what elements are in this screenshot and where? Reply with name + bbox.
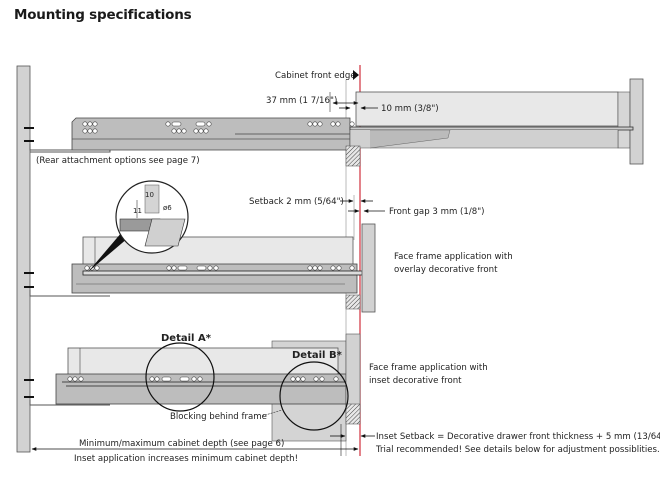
screw-icon (24, 127, 34, 142)
screw-icon (24, 379, 34, 398)
drawer-overlay: 10 11 ø6 Setback 2 mm (5/64") Front gap … (24, 180, 513, 313)
inset-setback-line2: Trial recommended! See details below for… (375, 445, 660, 455)
front-gap-label: Front gap 3 mm (1/8") (389, 207, 485, 217)
inset-dim-11: 11 (133, 207, 142, 215)
inset-description-line2: inset decorative front (369, 376, 462, 386)
dim-37mm-label: 37 mm (1 7/16") (266, 96, 337, 106)
face-frame-hatch (345, 403, 361, 425)
inset-dim-dia6: ø6 (163, 204, 172, 212)
dim-10mm-label: 10 mm (3/8") (381, 104, 439, 114)
drawer-box (355, 91, 619, 127)
drawer-inset: Detail A* Detail B* Blocking behind fram… (24, 333, 660, 456)
runner-body (71, 117, 351, 151)
front-edge-marker-icon (353, 70, 359, 80)
overlay-description-line1: Face frame application with (394, 252, 513, 262)
face-frame-hatch (345, 294, 361, 310)
runner-holes (67, 376, 339, 382)
inset-description-line1: Face frame application with (369, 363, 488, 373)
cabinet-depth-label: Minimum/maximum cabinet depth (see page … (79, 439, 284, 449)
detail-b-circle (279, 361, 349, 431)
face-frame-hatch (345, 145, 361, 167)
blocking-label: Blocking behind frame (170, 412, 267, 422)
cabinet-depth-note: Inset application increases minimum cabi… (74, 454, 298, 464)
inset-dim-10: 10 (145, 191, 154, 199)
detail-a-circle (145, 342, 215, 412)
runner-holes (82, 121, 355, 134)
setback-label: Setback 2 mm (5/64") (249, 197, 344, 207)
rear-attachment-note: (Rear attachment options see page 7) (36, 156, 200, 166)
overlay-description-line2: overlay decorative front (394, 265, 498, 275)
detail-magnifier: 10 11 ø6 (88, 180, 189, 272)
drawer-top: 37 mm (1 7/16") 10 mm (3/8") (Rear attac… (24, 78, 644, 167)
overlay-front-panel (361, 223, 376, 313)
screw-icon (24, 272, 34, 288)
detail-b-label: Detail B* (292, 350, 343, 361)
cabinet-front-edge-label: Cabinet front edge (275, 71, 356, 81)
cabinet-rear-wall (16, 65, 31, 453)
detail-a-label: Detail A* (161, 333, 212, 344)
drawer-front-panel (629, 78, 644, 165)
inset-setback-line1: Inset Setback = Decorative drawer front … (376, 432, 660, 442)
page-title: Mounting specifications (14, 7, 192, 23)
